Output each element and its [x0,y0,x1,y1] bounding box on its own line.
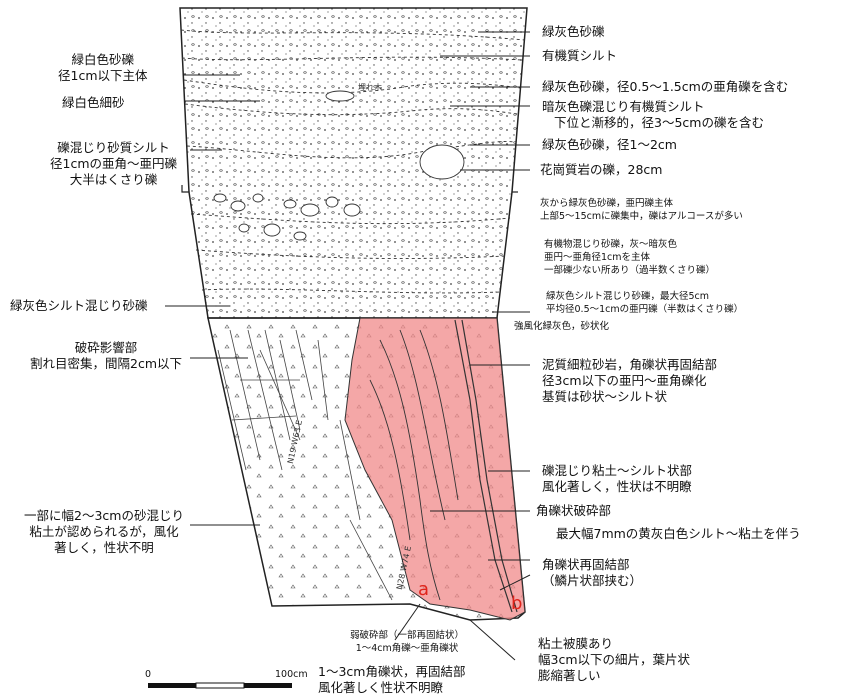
label-line: 礫混じり砂質シルト [57,140,170,155]
label-line: 割れ目密集，間隔2cm以下 [30,356,183,371]
label-line: 角礫状再固結部 [542,557,630,572]
label-line: 風化著しく性状不明瞭 [318,680,444,695]
label-r1: 緑灰色砂礫 [542,24,605,39]
fracture-lines [217,329,393,601]
fault-zone [344,317,526,621]
label-line: 破砕影響部 [74,340,138,355]
label-r5: 緑灰色砂礫，径1～2cm [542,137,677,152]
layer-boundaries [180,29,526,294]
label-line: 径1cmの亜角～亜円礫 [50,156,178,171]
label-green-white-fine-sand: 緑白色細砂 [62,95,125,110]
label-line: 泥質細粒砂岩，角礫状再固結部 [542,357,718,372]
label-r15: 角礫状再固結部 （鱗片状部挟む） [542,557,642,589]
leader-lines [165,31,531,661]
label-line: 幅3cm以下の細片，葉片状 [538,652,691,667]
label-r6: 花崗質岩の礫，28cm [540,162,663,177]
label-line: 有機物混じり砂礫，灰～暗灰色 [544,239,678,250]
label-sandy-silt-with-gravel: 礫混じり砂質シルト 径1cmの亜角～亜円礫 大半はくさり礫 [50,140,177,188]
label-r9: 緑灰色シルト混じり砂礫，最大径5cm 平均径0.5～1cmの亜円礫（半数はくさり… [546,290,743,316]
label-r8: 有機物混じり砂礫，灰～暗灰色 亜円～亜角径1cmを主体 一部礫少ない所あり（過半… [544,238,715,277]
label-line: （鱗片状部挟む） [542,573,643,588]
marker-b: b [511,593,523,614]
label-green-gray-silty-gravel: 緑灰色シルト混じり砂礫 [10,298,148,313]
label-line: 緑灰色シルト混じり砂礫，最大径5cm [546,291,710,302]
label-line: 下位と漸移的，径3～5cmの礫を含む [554,115,764,130]
scale-bar [148,682,292,689]
label-line: 1～4cm角礫～亜角礫状 [355,643,459,654]
label-r14: 最大幅7mmの黄灰白色シルト～粘土を伴う [556,526,801,541]
label-green-white-gravel: 緑白色砂礫 径1cm以下主体 [58,52,148,84]
label-r12: 礫混じり粘土～シルト状部 風化著しく，性状は不明瞭 [542,463,692,495]
label-weak-fracture-zone: 弱破砕部（一部再固結状） 1～4cm角礫～亜角礫状 [350,629,464,655]
label-line: 風化著しく，性状は不明瞭 [542,479,692,494]
scale-max-label: 100cm [275,669,308,680]
label-buried-wood: 埋れ木 [358,83,382,92]
label-line: 平均径0.5～1cmの亜円礫（半数はくさり礫） [546,304,744,315]
scale-zero-label: 0 [145,669,152,680]
label-line: 亜円～亜角径1cmを主体 [544,252,651,263]
label-breccia-recemented: 1～3cm角礫状，再固結部 風化著しく性状不明瞭 [318,664,465,696]
label-r7: 灰から緑灰色砂礫，亜円礫主体 上部5～15cmに礫集中，礫はアルコースが多い [540,197,743,223]
label-line: 径1cm以下主体 [58,68,148,83]
label-line: 大半はくさり礫 [69,172,158,187]
label-line: 灰から緑灰色砂礫，亜円礫主体 [540,198,674,209]
label-fracture-influence-zone: 破砕影響部 割れ目密集，間隔2cm以下 [30,340,182,372]
label-r3: 緑灰色砂礫，径0.5～1.5cmの亜角礫を含む [542,79,789,94]
label-r10: 強風化緑灰色，砂状化 [514,321,610,332]
label-line: 1～3cm角礫状，再固結部 [318,664,466,679]
upper-sediment-block [179,7,528,319]
label-r2: 有機質シルト [542,48,618,63]
cobbles [213,90,465,241]
label-line: 径3cm以下の亜円～亜角礫化 [542,373,707,388]
marker-a: a [418,579,430,600]
label-line: 基質は砂状～シルト状 [542,389,668,404]
label-line: 一部に幅2～3cmの砂混じり [24,508,184,523]
label-r4: 暗灰色礫混じり有機質シルト 下位と漸移的，径3～5cmの礫を含む [542,99,764,131]
label-line: 弱破砕部（一部再固結状） [350,630,465,641]
label-line: 緑白色砂礫 [71,52,135,67]
label-line: 粘土被膜あり [538,636,614,651]
label-line: 暗灰色礫混じり有機質シルト [542,99,705,114]
label-line: 礫混じり粘土～シルト状部 [542,463,693,478]
label-line: 著しく，性状不明 [54,540,154,555]
label-r13: 角礫状破砕部 [536,503,612,518]
label-line: 上部5～15cmに礫集中，礫はアルコースが多い [540,211,743,222]
label-line: 一部礫少ない所あり（過半数くさり礫） [544,265,716,276]
label-clay-coating: 粘土被膜あり 幅3cm以下の細片，葉片状 膨縮著しい [538,636,690,684]
label-line: 膨縮著しい [538,668,601,683]
label-r11: 泥質細粒砂岩，角礫状再固結部 径3cm以下の亜円～亜角礫化 基質は砂状～シルト状 [542,357,717,405]
label-line: 粘土が認められるが，風化 [29,524,179,539]
label-sandy-clay-note: 一部に幅2～3cmの砂混じり 粘土が認められるが，風化 著しく，性状不明 [24,508,184,556]
